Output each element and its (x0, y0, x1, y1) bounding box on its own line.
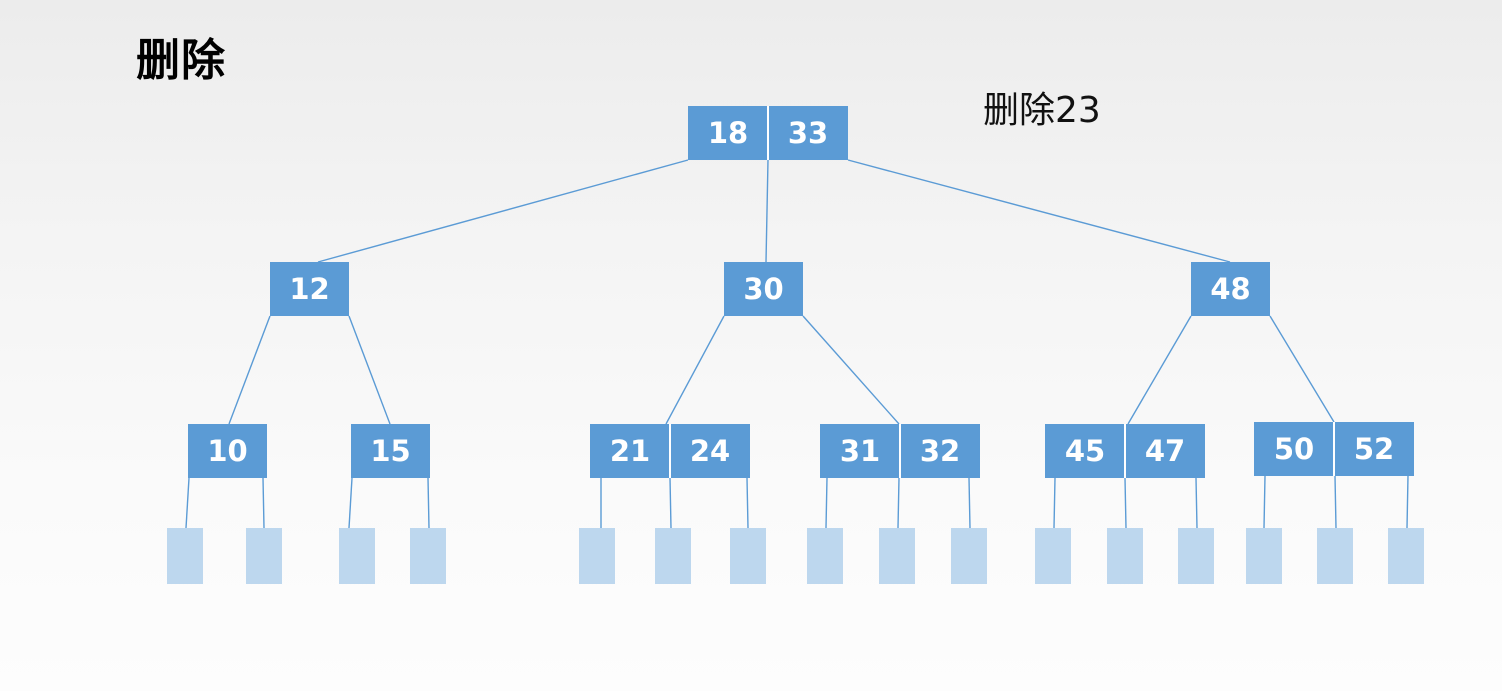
edge-root-to-n12 (317, 159, 689, 263)
key-label: 52 (1354, 432, 1394, 466)
leaf-link-12 (1124, 477, 1127, 529)
edge-root-to-n30 (765, 159, 769, 263)
null-leaf-1 (167, 528, 203, 584)
leaf-link-8 (825, 477, 828, 529)
key-label: 32 (920, 434, 960, 468)
leaf-link-7 (746, 477, 749, 529)
tree-node-n45_47: 45 47 (1045, 424, 1205, 478)
null-leaf-12 (1107, 528, 1143, 584)
delete-caption: 删除23 (983, 90, 1101, 131)
null-leaf-14 (1246, 528, 1282, 584)
edge-n48-to-n45_47 (1127, 315, 1192, 425)
null-leaf-13 (1178, 528, 1214, 584)
key-cell (1254, 422, 1334, 476)
leaf-link-13 (1195, 477, 1198, 529)
null-leaf-7 (730, 528, 766, 584)
key-cell (670, 424, 750, 478)
null-leaf-5 (579, 528, 615, 584)
key-label: 15 (370, 434, 410, 468)
null-leaf-8 (807, 528, 843, 584)
key-cell (1191, 262, 1270, 316)
null-leaf-3 (339, 528, 375, 584)
edges-layer (228, 159, 1335, 425)
key-label: 47 (1145, 434, 1185, 468)
key-label: 24 (690, 434, 730, 468)
edge-n12-to-n10 (228, 315, 271, 425)
tree-node-n21_24: 21 24 (590, 424, 750, 478)
key-label: 48 (1210, 272, 1250, 306)
null-leaf-11 (1035, 528, 1071, 584)
edge-n48-to-n50_52 (1269, 315, 1335, 423)
key-label: 30 (743, 272, 783, 306)
null-leaf-9 (879, 528, 915, 584)
key-label: 31 (840, 434, 880, 468)
leaves-layer (167, 528, 1424, 584)
key-cell (188, 424, 267, 478)
null-leaf-6 (655, 528, 691, 584)
key-cell (820, 424, 900, 478)
key-cell (900, 424, 980, 478)
key-label: 45 (1065, 434, 1105, 468)
null-leaf-10 (951, 528, 987, 584)
tree-node-n10: 10 (188, 424, 267, 478)
key-cell (768, 106, 848, 160)
key-cell (1045, 424, 1125, 478)
null-leaf-2 (246, 528, 282, 584)
leaf-link-15 (1334, 475, 1337, 529)
leaf-link-11 (1053, 477, 1056, 529)
leaf-link-16 (1406, 475, 1409, 529)
key-cell (688, 106, 768, 160)
tree-node-n50_52: 50 52 (1254, 422, 1414, 476)
null-leaf-4 (410, 528, 446, 584)
key-cell (270, 262, 349, 316)
key-label: 10 (207, 434, 247, 468)
tree-node-n31_32: 31 32 (820, 424, 980, 478)
null-leaf-16 (1388, 528, 1424, 584)
tree-node-n48: 48 (1191, 262, 1270, 316)
leaf-link-10 (968, 477, 971, 529)
leaf-link-4 (427, 477, 430, 529)
tree-node-n12: 12 (270, 262, 349, 316)
leaf-link-1 (185, 477, 190, 529)
key-cell (351, 424, 430, 478)
key-label: 18 (708, 116, 748, 150)
tree-node-n15: 15 (351, 424, 430, 478)
leaf-link-2 (262, 477, 265, 529)
key-label: 50 (1274, 432, 1314, 466)
tree-node-n30: 30 (724, 262, 803, 316)
leaf-links-layer (185, 475, 1409, 529)
leaf-link-6 (669, 477, 672, 529)
edge-n12-to-n15 (348, 315, 391, 425)
edge-n30-to-n21_24 (665, 315, 725, 425)
key-cell (724, 262, 803, 316)
key-label: 33 (788, 116, 828, 150)
key-cell (1125, 424, 1205, 478)
edge-n30-to-n31_32 (802, 315, 900, 425)
leaf-link-9 (897, 477, 900, 529)
slide-title: 删除 (136, 35, 226, 86)
key-cell (590, 424, 670, 478)
key-label: 12 (289, 272, 329, 306)
key-cell (1334, 422, 1414, 476)
leaf-link-3 (348, 477, 353, 529)
leaf-link-14 (1263, 475, 1266, 529)
edge-root-to-n48 (847, 159, 1231, 263)
null-leaf-15 (1317, 528, 1353, 584)
key-label: 21 (610, 434, 650, 468)
